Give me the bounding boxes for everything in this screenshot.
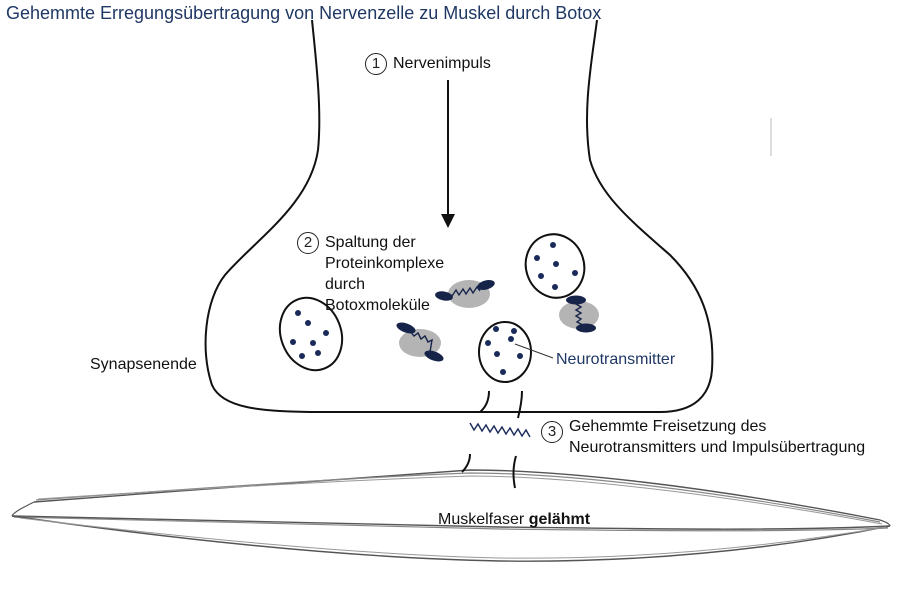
blocked-neurotransmitter bbox=[469, 422, 531, 438]
muscle-fiber-label: Muskelfaser gelähmt bbox=[438, 509, 590, 530]
muscle-state: gelähmt bbox=[528, 511, 591, 528]
step-2-line: Botoxmoleküle bbox=[325, 297, 430, 314]
step-1-text: Nervenimpuls bbox=[393, 55, 491, 72]
botox-complex-1 bbox=[396, 322, 444, 362]
synapse-outline bbox=[204, 19, 714, 413]
step-3-line: Gehemmte Freisetzung des bbox=[569, 418, 767, 435]
vesicle-right bbox=[524, 233, 586, 299]
muscle-fiber bbox=[11, 469, 891, 562]
vesicle-center bbox=[478, 321, 532, 383]
release-stub-right bbox=[517, 390, 523, 419]
muscle-fiber-prefix: Muskelfaser bbox=[438, 511, 525, 528]
step-1: 1 Nervenimpuls bbox=[365, 53, 491, 75]
step-2: 2 Spaltung der Proteinkomplexe durch Bot… bbox=[297, 232, 444, 316]
step-2-line: Spaltung der bbox=[325, 234, 416, 251]
step-2-number: 2 bbox=[297, 232, 319, 254]
step-2-line: durch bbox=[325, 276, 366, 293]
synapse-end-label: Synapsenende bbox=[90, 356, 197, 373]
step-3-number: 3 bbox=[541, 421, 563, 443]
nerve-impulse-arrow bbox=[441, 80, 455, 228]
botox-complex-3 bbox=[559, 295, 599, 333]
botox-complex-2 bbox=[435, 280, 495, 308]
release-stub-left bbox=[479, 390, 490, 413]
step-3-text: Gehemmte Freisetzung des Neurotransmitte… bbox=[569, 416, 865, 458]
step-3-line: Neurotransmitters und Impulsübertragung bbox=[569, 439, 866, 456]
diagram-title: Gehemmte Erregungsübertragung von Nerven… bbox=[6, 3, 602, 23]
step-3: 3 Gehemmte Freisetzung des Neurotransmit… bbox=[541, 416, 865, 458]
vesicle-left bbox=[278, 296, 344, 372]
receptor-stub-right bbox=[512, 455, 517, 489]
step-1-number: 1 bbox=[365, 53, 387, 75]
step-2-line: Proteinkomplexe bbox=[325, 255, 445, 272]
neurotransmitter-pointer bbox=[514, 343, 554, 359]
step-2-text: Spaltung der Proteinkomplexe durch Botox… bbox=[325, 232, 444, 316]
receptor-stub-left bbox=[461, 453, 471, 473]
neurotransmitter-label: Neurotransmitter bbox=[556, 351, 676, 368]
